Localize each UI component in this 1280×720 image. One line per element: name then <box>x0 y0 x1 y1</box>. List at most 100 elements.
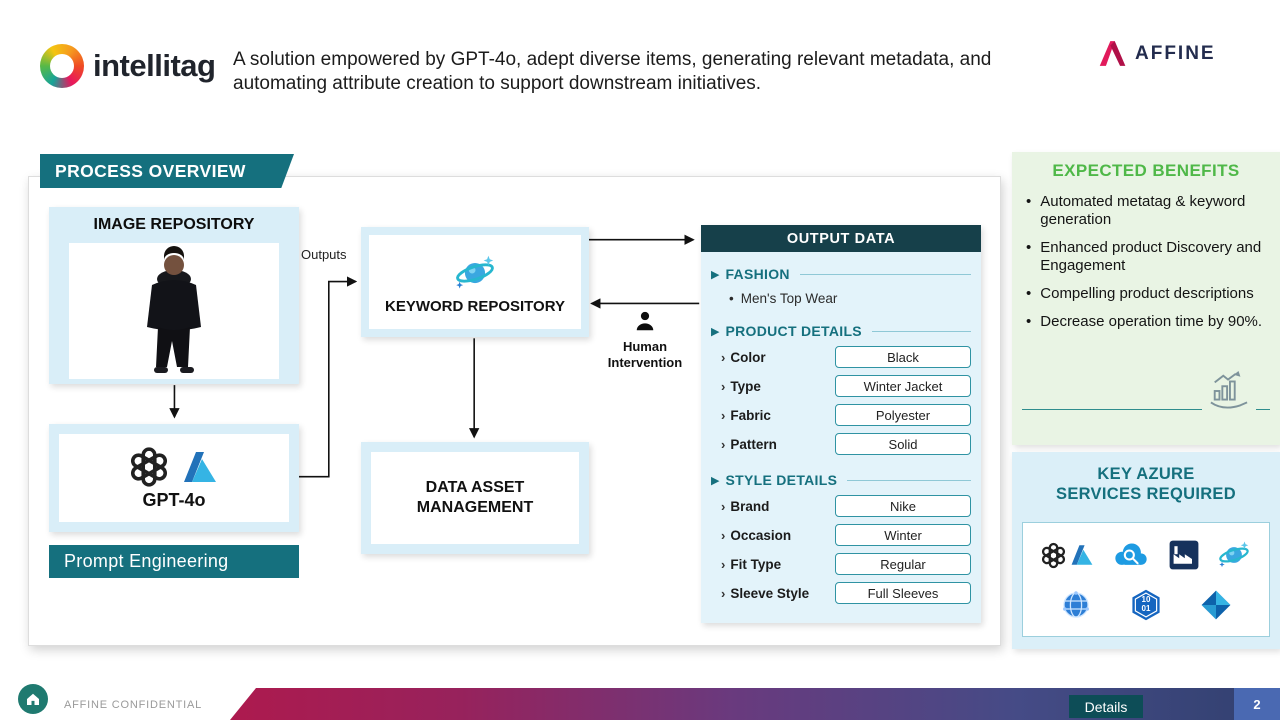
field-value: Winter Jacket <box>835 375 971 397</box>
gpt4o-label: GPT-4o <box>142 489 206 510</box>
azure-services-title: KEY AZURE SERVICES REQUIRED <box>1012 465 1280 505</box>
field-label: Color <box>730 349 766 365</box>
section-divider <box>871 330 971 332</box>
hexagon-text-bottom: 01 <box>1141 603 1151 613</box>
bullet-icon: • <box>1026 285 1032 302</box>
expected-benefits-panel: EXPECTED BENEFITS • Automated metatag & … <box>1012 152 1280 445</box>
section-header-product-details: ▶ PRODUCT DETAILS <box>711 323 971 339</box>
field-value: Winter <box>835 524 971 546</box>
prompt-engineering-bar: Prompt Engineering <box>49 545 299 578</box>
chevron-icon: › <box>721 556 726 572</box>
data-factory-icon <box>1168 539 1200 571</box>
field-label: Sleeve Style <box>730 585 810 601</box>
benefit-text: Automated metatag & keyword generation <box>1040 193 1246 228</box>
intellitag-logo: intellitag <box>40 44 216 88</box>
hexagon-binary-text: 10 01 <box>1129 588 1163 622</box>
outputs-label: Outputs <box>301 247 347 262</box>
field-label: Type <box>730 378 761 394</box>
benefits-list: • Automated metatag & keyword generation… <box>1026 193 1270 331</box>
azure-title-line1: KEY AZURE <box>1097 465 1195 483</box>
field-row-occasion: › Occasion Winter <box>721 524 971 546</box>
benefits-divider <box>1022 409 1270 410</box>
synapse-icon <box>1200 589 1232 621</box>
azure-icons-row-1 <box>1023 537 1269 573</box>
field-row-type: › Type Winter Jacket <box>721 375 971 397</box>
human-intervention-label: Human Intervention <box>607 339 683 371</box>
product-details-title: PRODUCT DETAILS <box>725 323 862 339</box>
chevron-icon: › <box>721 378 726 394</box>
intellitag-ring-icon <box>40 44 84 88</box>
section-marker-icon: ▶ <box>711 268 720 281</box>
data-asset-title: DATA ASSET MANAGEMENT <box>371 452 579 544</box>
solution-description: A solution empowered by GPT-4o, adept di… <box>233 49 992 94</box>
benefit-item: • Enhanced product Discovery and Engagem… <box>1026 239 1270 275</box>
image-repository-box: IMAGE REPOSITORY <box>49 207 299 384</box>
affine-a-icon <box>1098 40 1128 67</box>
field-label: Occasion <box>730 527 792 543</box>
field-label: Pattern <box>730 436 777 452</box>
field-row-fit-type: › Fit Type Regular <box>721 553 971 575</box>
binary-hexagon-icon: 10 01 <box>1129 588 1163 622</box>
gpt4o-inner: GPT-4o <box>59 434 289 522</box>
azure-icons-row-2: 10 01 <box>1023 588 1269 622</box>
affine-brand-name: AFFINE <box>1135 42 1216 64</box>
section-header-fashion: ▶ FASHION <box>711 266 971 282</box>
output-data-header: OUTPUT DATA <box>701 225 981 252</box>
section-marker-icon: ▶ <box>711 474 720 487</box>
hexagon-text-top: 10 <box>1141 594 1151 604</box>
fashion-title: FASHION <box>725 266 790 282</box>
chevron-icon: › <box>721 349 726 365</box>
field-row-sleeve-style: › Sleeve Style Full Sleeves <box>721 582 971 604</box>
field-label: Fit Type <box>730 556 782 572</box>
keyword-repository-inner: KEYWORD REPOSITORY <box>369 235 581 329</box>
gpt4o-box: GPT-4o <box>49 424 299 532</box>
azure-services-panel: KEY AZURE SERVICES REQUIRED 10 01 <box>1012 452 1280 649</box>
human-intervention: Human Intervention <box>595 311 695 372</box>
field-row-brand: › Brand Nike <box>721 495 971 517</box>
chevron-icon: › <box>721 527 726 543</box>
openai-icon <box>128 446 170 488</box>
openai-azure-pair <box>1040 542 1095 569</box>
field-row-pattern: › Pattern Solid <box>721 433 971 455</box>
intellitag-logo-text: intellitag <box>93 48 216 83</box>
details-button[interactable]: Details <box>1069 695 1143 718</box>
output-data-panel: OUTPUT DATA ▶ FASHION • Men's Top Wear ▶… <box>701 225 981 623</box>
process-diagram-card: IMAGE REPOSITORY GPT-4o Prompt Engineeri… <box>28 176 1001 646</box>
page-number: 2 <box>1234 688 1280 720</box>
output-data-body: ▶ FASHION • Men's Top Wear ▶ PRODUCT DET… <box>701 252 981 623</box>
growth-hand-icon <box>1202 371 1256 416</box>
confidential-label: AFFINE CONFIDENTIAL <box>64 699 203 711</box>
process-overview-banner: PROCESS OVERVIEW <box>40 154 294 188</box>
person-icon <box>634 311 656 333</box>
gpt4o-logos <box>128 446 220 488</box>
field-label: Brand <box>730 498 770 514</box>
azure-icon <box>1069 542 1095 568</box>
field-value: Regular <box>835 553 971 575</box>
field-value: Polyester <box>835 404 971 426</box>
section-divider <box>799 273 971 275</box>
chevron-icon: › <box>721 407 726 423</box>
house-icon <box>24 690 42 708</box>
chevron-icon: › <box>721 498 726 514</box>
openai-icon <box>1040 542 1067 569</box>
field-value: Nike <box>835 495 971 517</box>
cognitive-search-icon <box>1111 541 1151 569</box>
expected-benefits-title: EXPECTED BENEFITS <box>1052 161 1240 180</box>
home-button[interactable] <box>18 684 48 714</box>
bullet-icon: • <box>1026 239 1032 256</box>
field-value: Black <box>835 346 971 368</box>
fashion-item-text: Men's Top Wear <box>740 291 838 306</box>
product-photo <box>69 243 279 379</box>
benefit-item: • Decrease operation time by 90%. <box>1026 313 1270 331</box>
field-value: Full Sleeves <box>835 582 971 604</box>
style-details-title: STYLE DETAILS <box>725 472 838 488</box>
field-label: Fabric <box>730 407 771 423</box>
image-repository-title: IMAGE REPOSITORY <box>93 216 255 233</box>
planet-icon <box>452 250 498 296</box>
bullet-icon: • <box>729 291 734 306</box>
bullet-icon: • <box>1026 313 1032 330</box>
section-divider <box>847 479 971 481</box>
benefit-text: Decrease operation time by 90%. <box>1040 313 1263 330</box>
azure-title-line2: SERVICES REQUIRED <box>1056 484 1236 503</box>
